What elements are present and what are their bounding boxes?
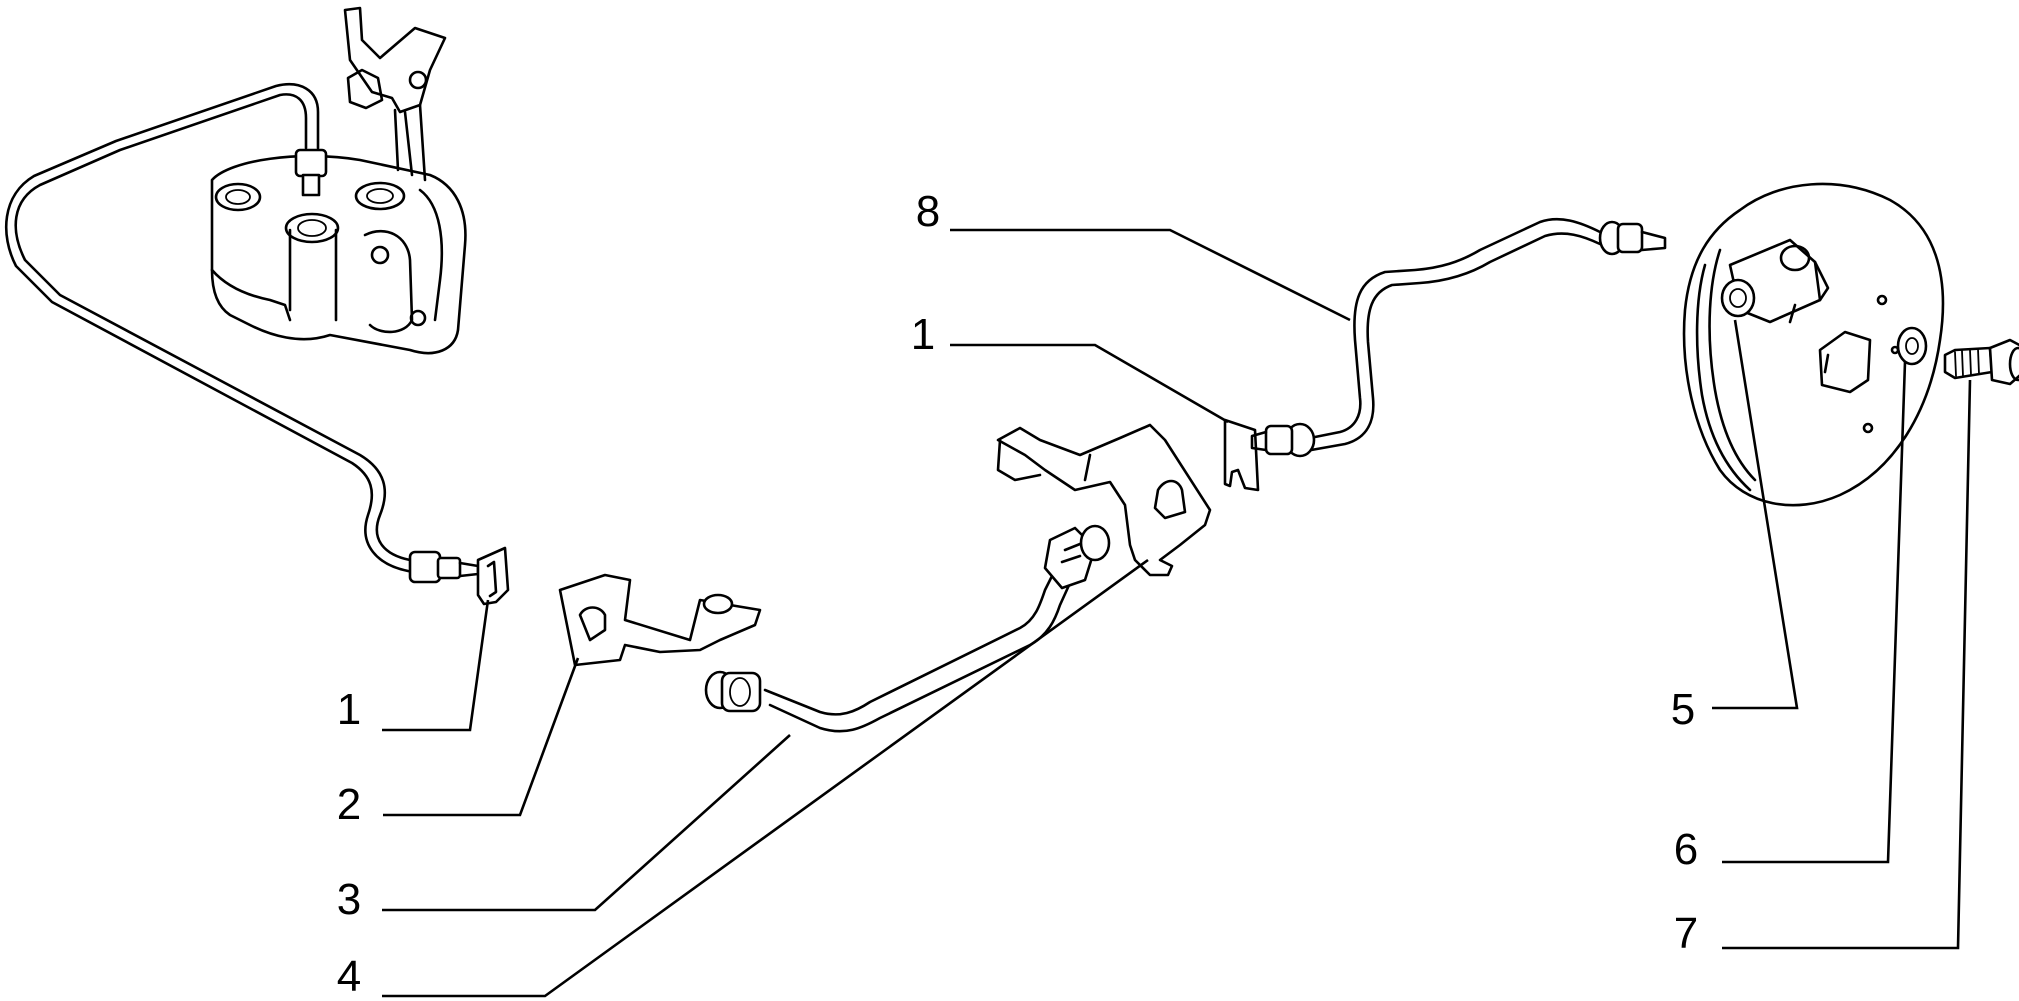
wheel-cylinder-5: [1720, 238, 1830, 324]
clip-left: [476, 546, 510, 606]
leader-lines: [382, 228, 1972, 998]
callout-1-right: 1: [910, 310, 936, 359]
leader-5: [1712, 319, 1799, 710]
brake-pressure-regulator: [210, 6, 467, 355]
leader-4: [382, 558, 1149, 998]
leader-1-right: [950, 343, 1229, 424]
leader-8: [950, 228, 1351, 322]
callout-3: 3: [336, 875, 362, 924]
clip-right: [1223, 418, 1260, 492]
leader-2: [383, 657, 580, 817]
brake-pipe-3: [704, 524, 1111, 733]
callout-7: 7: [1673, 909, 1699, 958]
callout-4: 4: [336, 952, 362, 1001]
bolt-7: [1943, 338, 2019, 386]
callout-2: 2: [336, 780, 362, 829]
leader-7: [1722, 379, 1972, 950]
callout-6: 6: [1673, 825, 1699, 874]
leader-6: [1722, 361, 1907, 864]
callout-8: 8: [915, 187, 941, 236]
brake-pipe-8: [1250, 217, 1667, 458]
washer-6: [1896, 326, 1928, 366]
bracket-4: [996, 423, 1212, 577]
callout-5: 5: [1670, 685, 1696, 734]
leader-1-left: [382, 599, 490, 732]
leader-3: [382, 734, 791, 912]
bracket-2: [558, 573, 762, 667]
brake-pipe-upper-left: [4, 83, 480, 584]
callout-1-left: 1: [336, 685, 362, 734]
